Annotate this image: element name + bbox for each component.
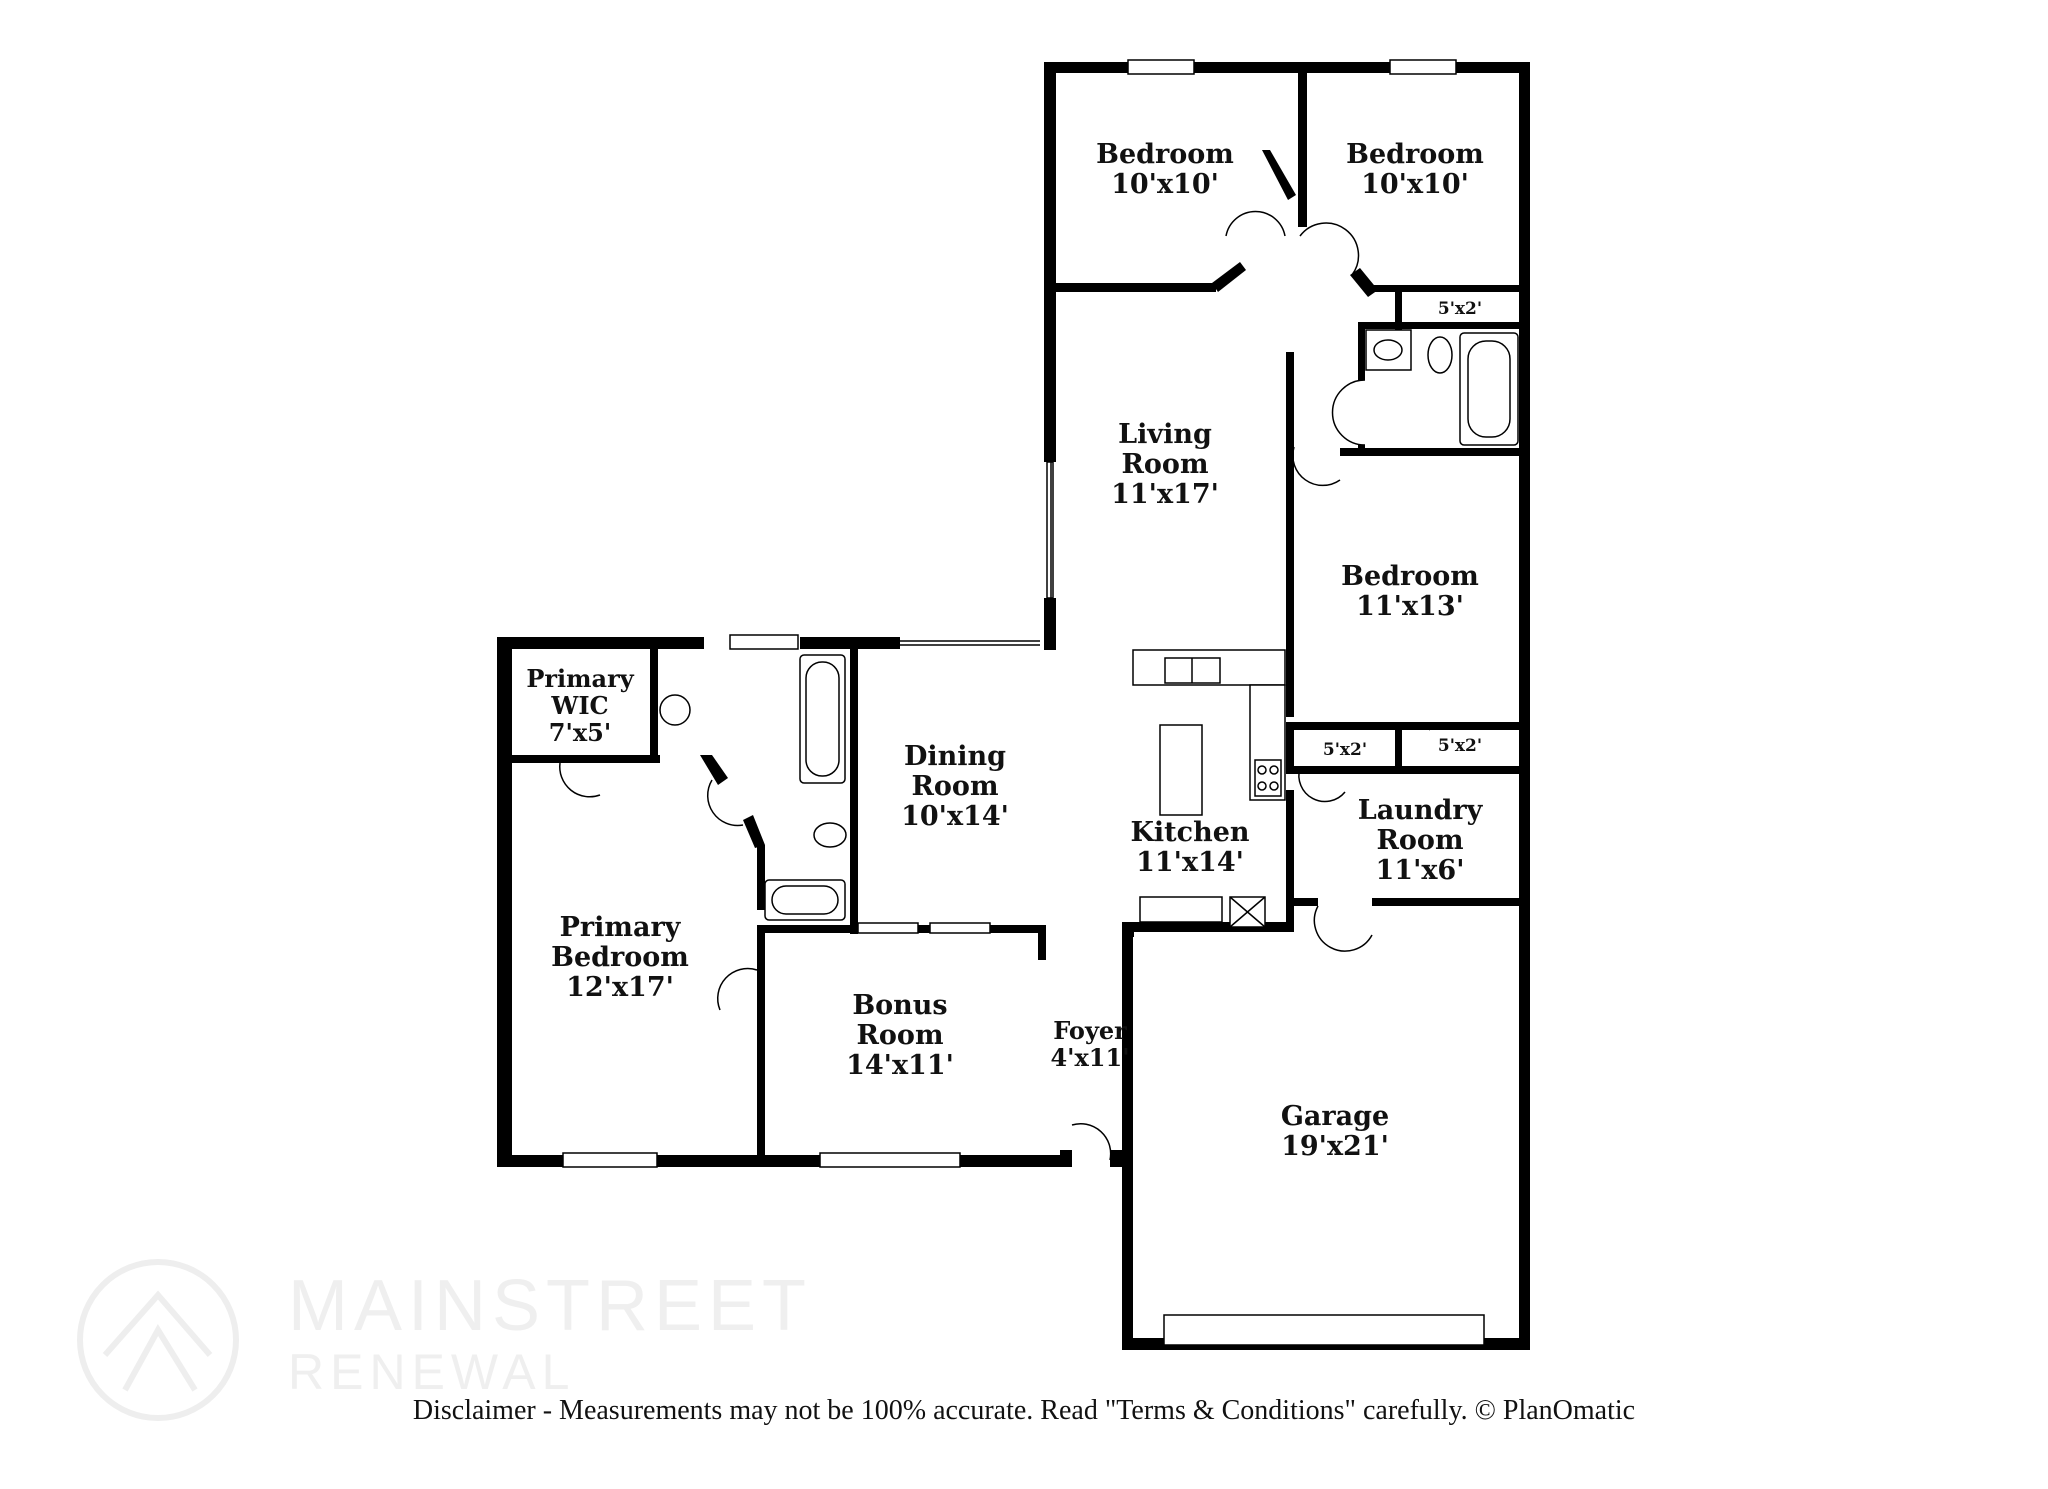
room-size: 14'x11' (846, 1050, 954, 1082)
room-size: 11'x17' (1111, 479, 1219, 511)
room-closet-laundry-left: 5'x2' (1300, 740, 1390, 760)
room-size: 5'x2' (1322, 740, 1368, 760)
room-size: 5'x2' (1437, 299, 1483, 319)
room-laundry-room: Laundry Room 11'x6' (1330, 795, 1510, 887)
room-size: 10'x14' (901, 801, 1009, 833)
room-name: Bedroom (1096, 139, 1234, 170)
room-living-room: Living Room 11'x17' (1080, 419, 1250, 511)
room-name: Living (1118, 419, 1212, 450)
room-size: 11'x13' (1356, 591, 1464, 623)
room-name: Bedroom (551, 942, 689, 974)
room-closet-ne: 5'x2' (1410, 299, 1510, 319)
room-name: Primary (526, 664, 634, 693)
room-name: Garage (1280, 1101, 1390, 1132)
room-name: WIC (551, 690, 609, 720)
room-size: 12'x17' (566, 972, 674, 1004)
room-name: Room (911, 771, 999, 803)
room-size: 5'x2' (1437, 736, 1483, 756)
room-kitchen: Kitchen 11'x14' (1105, 817, 1275, 879)
room-name: Bedroom (1346, 139, 1484, 170)
room-size: 19'x21' (1281, 1131, 1389, 1163)
room-size: 11'x14' (1136, 847, 1244, 879)
room-size: 11'x6' (1375, 855, 1465, 887)
room-size: 10'x10' (1111, 169, 1219, 201)
room-name: Kitchen (1130, 817, 1250, 848)
room-name: Bonus (852, 990, 948, 1021)
room-size: 10'x10' (1361, 169, 1469, 201)
windows (562, 59, 1485, 1346)
disclaimer: Disclaimer - Measurements may not be 100… (412, 1395, 1636, 1426)
fixtures (659, 329, 1519, 928)
interior-walls (510, 62, 1530, 1167)
watermark-line1: MAINSTREET (288, 1266, 813, 1346)
room-size: 7'x5' (548, 717, 612, 747)
room-closet-laundry-right: 5'x2' (1410, 736, 1510, 756)
room-name: Dining (903, 741, 1007, 772)
room-name: Room (856, 1020, 944, 1052)
door-swings (559, 210, 1431, 1161)
room-bedroom-e: Bedroom 11'x13' (1325, 561, 1495, 623)
room-name: Room (1121, 449, 1209, 481)
room-name: Laundry (1357, 795, 1483, 826)
room-foyer: Foyer 4'x11' (1040, 1016, 1140, 1072)
room-size: 4'x11' (1050, 1042, 1130, 1072)
room-bedroom-nw: Bedroom 10'x10' (1080, 139, 1250, 201)
room-garage: Garage 19'x21' (1245, 1101, 1425, 1163)
room-dining-room: Dining Room 10'x14' (870, 741, 1040, 833)
room-bedroom-ne: Bedroom 10'x10' (1330, 139, 1500, 201)
room-name: Primary (559, 912, 681, 943)
watermark-logo (77, 1259, 239, 1421)
room-bonus-room: Bonus Room 14'x11' (815, 990, 985, 1082)
room-name: Foyer (1053, 1016, 1127, 1045)
watermark: MAINSTREET RENEWAL (68, 1265, 806, 1415)
room-primary-bedroom: Primary Bedroom 12'x17' (530, 912, 710, 1004)
room-name: Room (1376, 825, 1464, 857)
room-name: Bedroom (1341, 561, 1479, 592)
room-primary-wic: Primary WIC 7'x5' (510, 664, 650, 747)
watermark-line2: RENEWAL (288, 1344, 576, 1400)
